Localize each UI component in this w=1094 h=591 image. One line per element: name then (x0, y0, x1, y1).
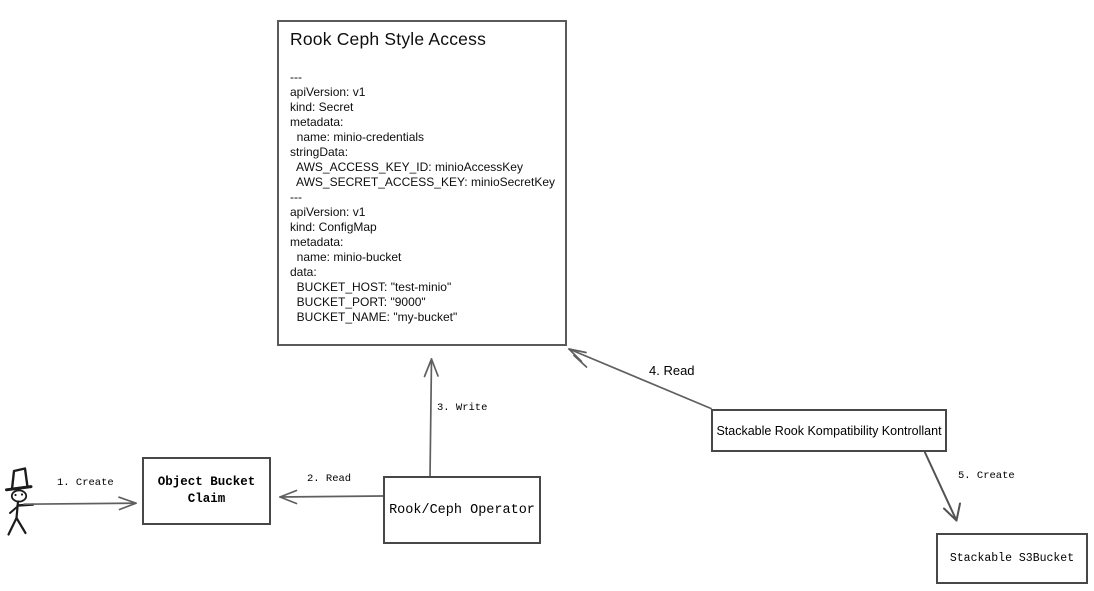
yaml-manifest-text: --- apiVersion: v1 kind: Secret metadata… (290, 70, 555, 324)
node-stackable-s3bucket: Stackable S3Bucket (936, 533, 1088, 584)
node-stackable-kontrollant: Stackable Rook Kompatibility Kontrollant (711, 409, 947, 452)
arrow-read-manifests (568, 348, 712, 410)
arrow-read-obc (279, 489, 384, 505)
node-rook-ceph-style-access: Rook Ceph Style Access --- apiVersion: v… (277, 20, 567, 346)
edge-label-read-manifests: 4. Read (649, 363, 695, 378)
arrow-create-obc (23, 496, 137, 511)
arrow-write-manifests (423, 358, 439, 479)
edge-label-create-s3bucket: 5. Create (958, 470, 1015, 482)
edge-label-read-obc: 2. Read (307, 473, 352, 485)
stick-figure-top-hat-icon (5, 467, 35, 536)
node-rook-ceph-operator: Rook/Ceph Operator (383, 476, 541, 544)
arrow-create-s3bucket (924, 451, 961, 522)
main-box-title: Rook Ceph Style Access (290, 29, 487, 49)
edge-label-write-manifests: 3. Write (437, 402, 488, 414)
node-object-bucket-claim: Object Bucket Claim (142, 457, 271, 525)
edge-label-create-obc: 1. Create (57, 477, 114, 489)
